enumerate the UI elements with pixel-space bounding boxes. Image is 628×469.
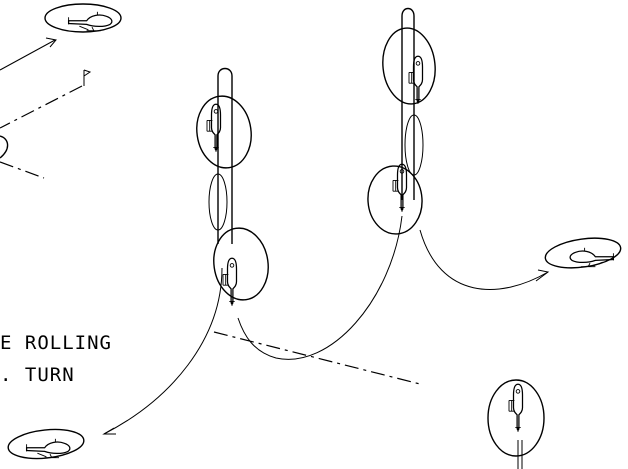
ground-line-left-lower [0,161,45,179]
exit-path-left [103,267,223,435]
helicopter-bottom-left [7,428,85,460]
maneuver-label-line-1: E ROLLING [0,332,112,354]
entry-arrow-left [45,37,57,48]
vertical-maneuver-middle [196,67,269,307]
partial-rotor-left [0,135,9,159]
maneuver-label-line-2: . TURN [0,364,75,386]
helicopter-top-left [44,3,122,33]
start-flag [83,69,92,86]
entry-path-right [419,229,549,290]
entry-arrow-right [535,269,550,282]
entry-path-left [0,39,56,71]
ground-line-lower [213,331,421,385]
helicopter-right [544,237,622,269]
helicopter-bottom-right [487,379,545,469]
ground-line-upper [0,85,83,129]
vertical-maneuver-right [367,7,436,235]
exit-arrow-left [102,427,116,435]
